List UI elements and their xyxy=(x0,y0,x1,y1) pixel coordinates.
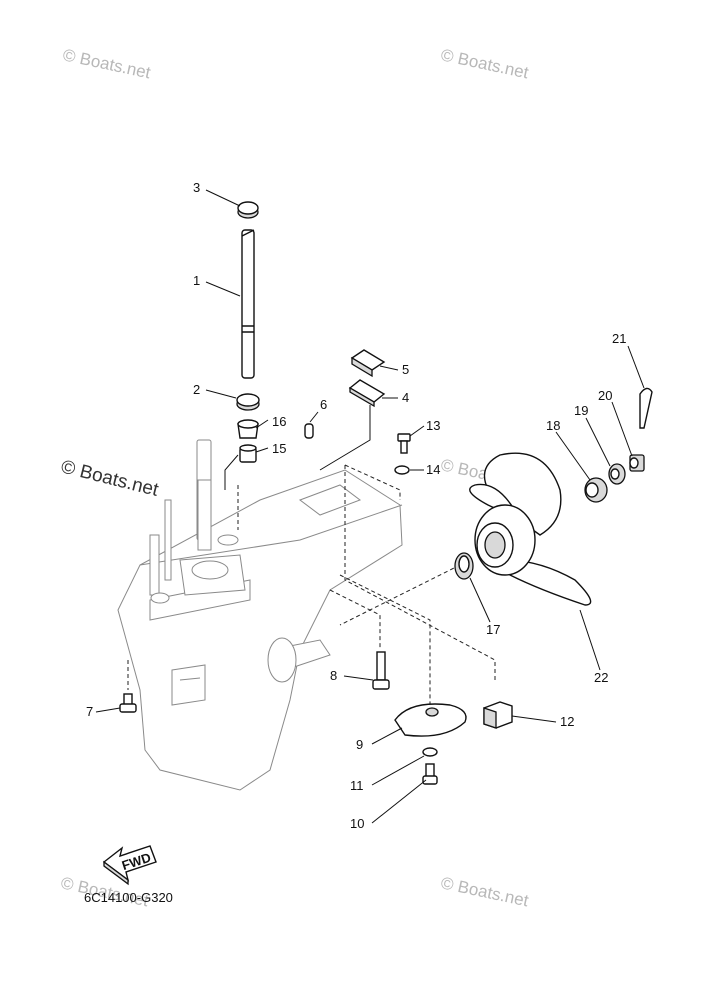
assembly-guide-lines xyxy=(127,405,496,710)
part-20-nut xyxy=(629,454,645,472)
fwd-label: FWD xyxy=(120,850,153,873)
callout-4: 4 xyxy=(402,390,409,405)
callout-10: 10 xyxy=(350,816,364,831)
fwd-direction-arrow: FWD xyxy=(102,845,157,886)
leader-lines xyxy=(95,189,645,824)
watermark-bottom-right: © Boats.net xyxy=(439,873,530,910)
callout-11: 11 xyxy=(350,778,364,793)
part-18-spacer xyxy=(584,477,608,503)
callout-1: 1 xyxy=(193,273,200,288)
callout-21: 21 xyxy=(612,331,626,346)
callout-15: 15 xyxy=(272,441,286,456)
part-1-drive-shaft xyxy=(241,229,255,379)
part-3-grommet xyxy=(237,201,259,219)
part-22-propeller xyxy=(469,452,592,606)
callout-3: 3 xyxy=(193,180,200,195)
watermark-group: © Boats.net © Boats.net © Boats.net © Bo… xyxy=(59,45,531,910)
part-13-bolt xyxy=(397,433,411,454)
callout-2: 2 xyxy=(193,382,200,397)
callout-8: 8 xyxy=(330,668,337,683)
part-21-cotter-pin xyxy=(639,387,653,429)
callout-22: 22 xyxy=(594,670,608,685)
diagram-code: 6C14100-G320 xyxy=(84,890,173,905)
part-2-bushing xyxy=(236,393,260,411)
part-8-bolt xyxy=(372,651,390,690)
callout-12: 12 xyxy=(560,714,574,729)
watermark-mid-left: © Boats.net xyxy=(59,456,161,501)
part-11-washer xyxy=(422,747,438,757)
callout-14: 14 xyxy=(426,462,440,477)
lower-case-housing xyxy=(117,439,403,791)
part-10-bolt xyxy=(422,763,438,785)
part-15-collar xyxy=(239,444,257,463)
part-16-bushing xyxy=(237,419,259,439)
watermark-top-left: © Boats.net xyxy=(61,45,152,82)
callout-18: 18 xyxy=(546,418,560,433)
part-19-washer xyxy=(608,463,626,485)
callout-9: 9 xyxy=(356,737,363,752)
part-12-anode xyxy=(483,701,513,729)
callout-13: 13 xyxy=(426,418,440,433)
watermark-top-right: © Boats.net xyxy=(439,45,530,82)
callout-16: 16 xyxy=(272,414,286,429)
part-9-trim-tab xyxy=(394,703,467,737)
callout-20: 20 xyxy=(598,388,612,403)
callout-7: 7 xyxy=(86,704,93,719)
part-5-seal xyxy=(350,349,386,378)
part-7-bolt xyxy=(119,693,137,713)
callout-labels: 3 1 2 5 4 6 16 15 13 14 7 8 9 11 10 12 1… xyxy=(86,180,626,831)
callout-19: 19 xyxy=(574,403,588,418)
callout-6: 6 xyxy=(320,397,327,412)
part-17-thrust-washer xyxy=(454,552,474,580)
part-4-seal xyxy=(348,379,386,408)
part-6-dowel-pin xyxy=(304,423,314,439)
callout-17: 17 xyxy=(486,622,500,637)
callout-5: 5 xyxy=(402,362,409,377)
part-14-washer xyxy=(394,465,410,475)
